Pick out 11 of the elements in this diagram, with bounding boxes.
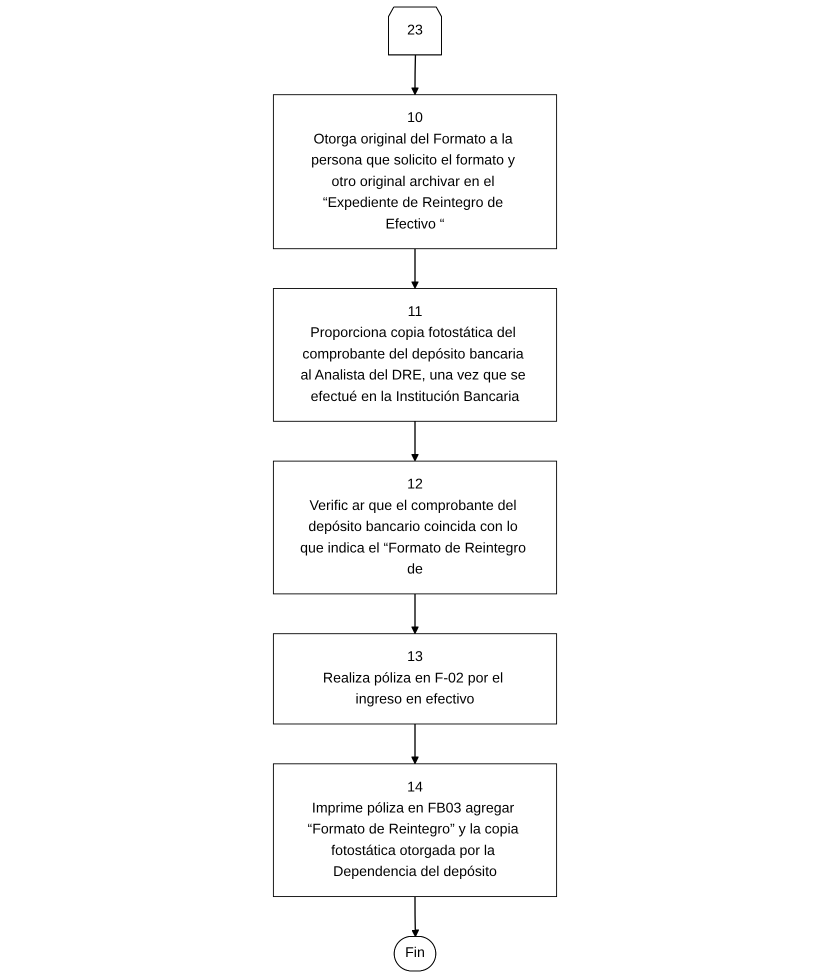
arrow [411,55,419,96]
arrow [411,896,420,938]
arrow [411,421,419,462]
node-box: 10 Otorga original del Formato a la persona que solicito el formato y otro original archivar en el “Expediente de Reintegro de Efectivo “ [272,94,558,250]
arrow [411,724,419,764]
arrow [411,594,419,634]
node-box: 14 Imprime póliza en FB03 agregar “Formato de Reintegro” y la copia fotostática otorgada por la Dependencia del depósito [272,763,558,898]
node-box: 11 Proporciona copia fotostática del comprobante del depósito bancaria al Analista del DRE, una vez que se efectué en la Institución Bancaria [272,288,558,422]
node-box: 12 Verific ar que el comprobante del depósito bancario coincida con lo que indica el “Formato de Reintegro de [272,460,558,594]
arrow [411,248,419,289]
node-box: 13 Realiza póliza en F-02 por el ingreso en efectivo [272,633,558,724]
